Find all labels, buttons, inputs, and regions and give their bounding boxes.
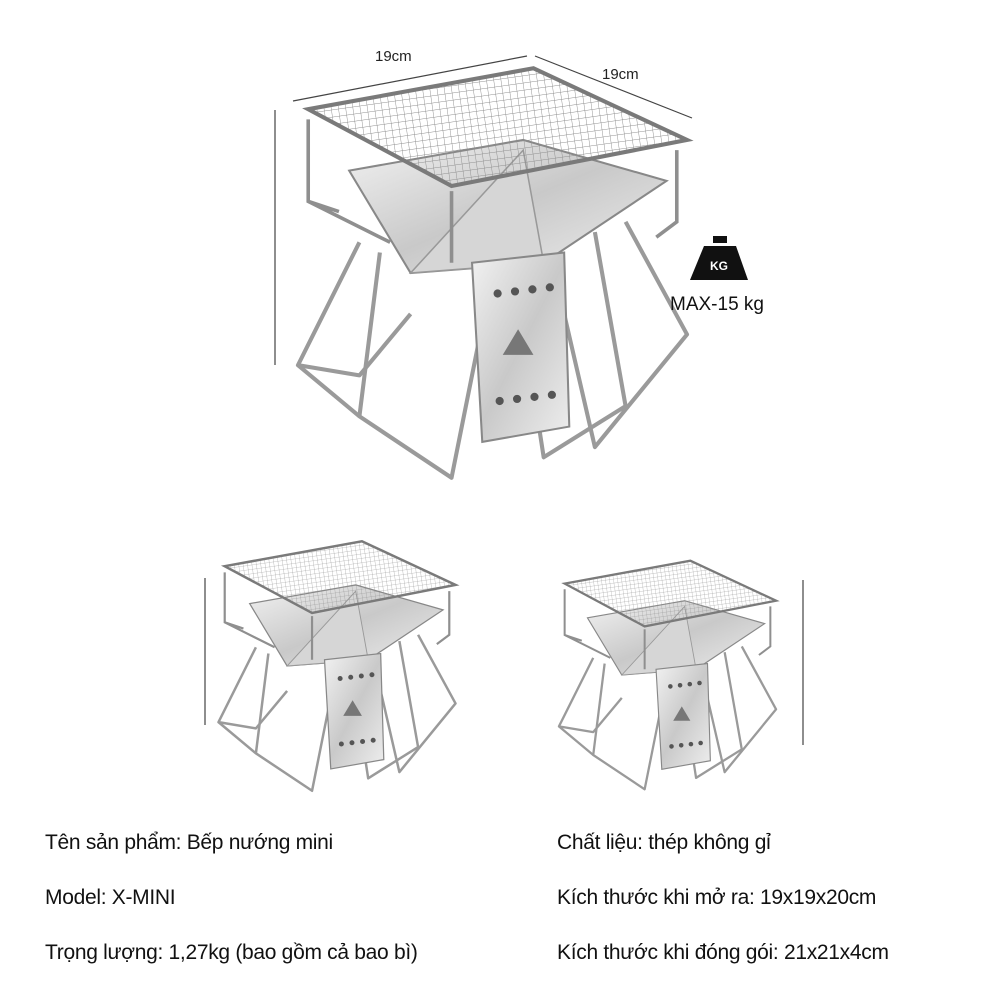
grill-view-closed-rack [217, 539, 457, 793]
svg-text:KG: KG [710, 259, 728, 273]
depth-dimension-label: 19cm [602, 66, 639, 83]
dimension-lines [204, 55, 804, 745]
spec-material: Chất liệu: thép không gỉ [557, 831, 771, 854]
kg-weight-icon: KG [690, 236, 748, 280]
spec-open-size: Kích thước khi mở ra: 19x19x20cm [557, 886, 877, 909]
spec-model: Model: X-MINI [45, 886, 176, 909]
spec-weight: Trọng lượng: 1,27kg (bao gồm cả bao bì) [45, 941, 418, 964]
spec-packed-size: Kích thước khi đóng gói: 21x21x4cm [557, 941, 889, 964]
max-load-label: MAX-15 kg [670, 294, 764, 315]
width-dimension-label: 19cm [375, 48, 412, 65]
main-grill-image [298, 68, 687, 478]
spec-product-name: Tên sản phẩm: Bếp nướng mini [45, 831, 333, 854]
grill-view-side [557, 559, 778, 791]
